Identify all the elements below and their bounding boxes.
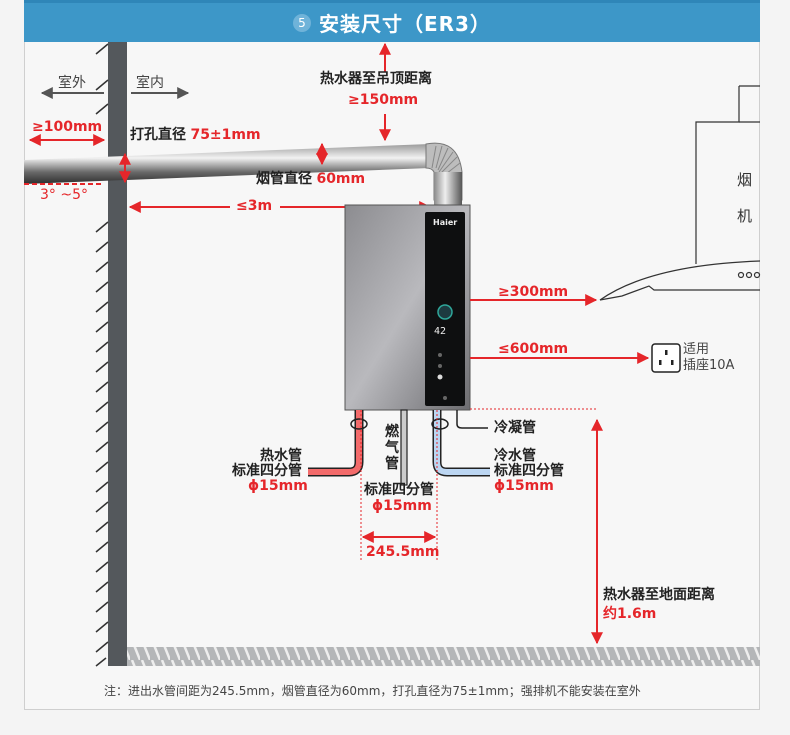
flue-diameter-label: 烟管直径 (256, 171, 312, 187)
hood-distance-value: ≥300mm (498, 284, 569, 300)
outside-protrusion-value: ≥100mm (32, 119, 103, 135)
hood-vents (737, 271, 761, 279)
footnote: 注：进出水管间距为245.5mm，烟管直径为60mm，打孔直径为75±1mm；强… (104, 684, 641, 698)
hole-diameter: 打孔直径 75±1mm (130, 127, 261, 143)
wall (108, 42, 127, 666)
outdoor-label: 室外 (58, 75, 86, 91)
floor (127, 647, 760, 666)
socket-label-2: 插座10A (683, 358, 735, 373)
socket-label-1: 适用 (683, 342, 710, 357)
cold-pipe-clip (431, 418, 449, 430)
cold-pipe-spec: 标准四分管 (494, 463, 564, 479)
condensate-pipe (456, 410, 488, 429)
gas-pipe-label-1: 燃 (385, 424, 399, 440)
flue-pipe (24, 144, 430, 184)
hole-diameter-label: 打孔直径 (130, 127, 186, 143)
floor-distance-value: 约1.6m (603, 606, 657, 622)
gas-pipe-label-3: 管 (385, 456, 399, 472)
indoor-label: 室内 (136, 75, 164, 91)
step-badge: 5 (293, 13, 311, 32)
panel-dots (437, 353, 447, 400)
flue-length-value: ≤3m (236, 198, 273, 214)
heater-brand-logo: Haier (433, 218, 458, 227)
hot-pipe-clip (350, 418, 368, 430)
hole-diameter-value: 75±1mm (190, 127, 261, 143)
hot-pipe-diameter: ϕ15mm (248, 478, 308, 494)
wall-hatch (95, 43, 109, 667)
gas-pipe-diameter: ϕ15mm (372, 498, 432, 514)
cold-pipe-diameter: ϕ15mm (494, 478, 554, 494)
flue-diameter: 烟管直径 60mm (256, 171, 366, 187)
slope-value: 3° ~5° (40, 187, 88, 203)
condensate-pipe-label: 冷凝管 (494, 420, 536, 436)
pipe-spacing-value: 245.5mm (366, 544, 440, 560)
section-title: 安装尺寸（ER3） (319, 12, 491, 36)
range-hood-label-2: 机 (737, 207, 753, 225)
range-hood (599, 85, 761, 301)
flue-diameter-value: 60mm (316, 171, 366, 187)
socket-icon (651, 343, 681, 373)
ceiling-distance-label: 热水器至吊顶距离 (320, 71, 432, 87)
gas-pipe (400, 409, 408, 486)
gas-pipe-label-2: 气 (385, 440, 399, 456)
floor-distance-label: 热水器至地面距离 (603, 587, 715, 603)
hot-pipe-spec: 标准四分管 (232, 463, 302, 479)
hot-pipe-label: 热水管 (260, 448, 302, 464)
gas-pipe-spec: 标准四分管 (364, 482, 434, 498)
cold-pipe-label: 冷水管 (494, 448, 536, 464)
ceiling-distance-value: ≥150mm (348, 92, 419, 108)
hot-water-pipe (308, 410, 364, 477)
range-hood-label-1: 烟 (737, 171, 753, 189)
display-ring (437, 304, 453, 320)
section-header: 5 安装尺寸（ER3） (24, 0, 760, 42)
heater-display-temp: 42 (434, 326, 447, 337)
socket-distance-value: ≤600mm (498, 341, 569, 357)
flue-vertical (434, 172, 462, 206)
